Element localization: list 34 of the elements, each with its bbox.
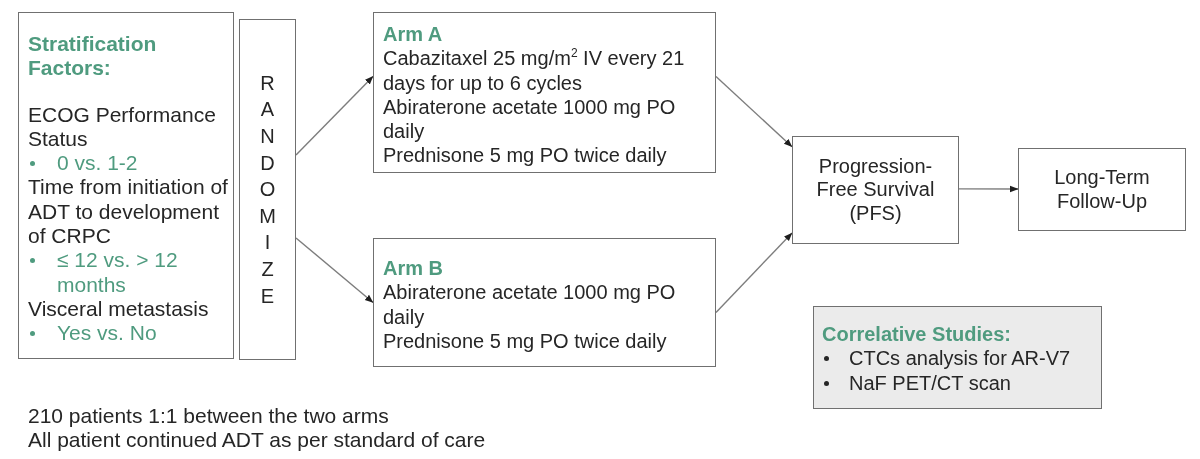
bullet-text: CTCs analysis for AR-V7 <box>849 346 1071 371</box>
arrow <box>295 237 374 304</box>
vertical-label: RANDOMIZE <box>258 70 277 309</box>
box-heading: Arm B <box>383 256 444 281</box>
bullet-text: NaF PET/CT scan <box>849 370 1011 395</box>
bullet-text: Yes vs. No <box>57 321 157 346</box>
box-label: Progression-Free Survival (PFS) <box>815 154 936 226</box>
box-label: Long-Term Follow-Up <box>1053 166 1151 213</box>
arrow <box>958 185 1019 193</box>
body-text: Cabazitaxel 25 mg/m$^{2}$ IV every 21 days for up to 6 cycles <box>383 46 686 95</box>
follow-up-box <box>1018 148 1186 231</box>
arm-box <box>373 12 716 173</box>
arm-box <box>373 238 716 367</box>
note-text: 210 patients 1:1 between the two arms <box>28 404 389 428</box>
bullet-text: 0 vs. 1-2 <box>57 151 138 176</box>
body-text: Abiraterone acetate 1000 mg PO daily <box>383 94 677 144</box>
body-text: ECOG Performance Status <box>28 102 217 152</box>
box-heading: Correlative Studies: <box>822 322 1012 347</box>
box-heading: Stratification Factors: <box>28 32 158 81</box>
box-heading: Arm A <box>383 22 444 47</box>
body-text: Abiraterone acetate 1000 mg PO daily <box>383 280 677 329</box>
arrow <box>715 232 793 314</box>
note-text: All patient continued ADT as per standard of care <box>28 428 486 452</box>
arrow <box>715 75 793 148</box>
factors-box <box>18 12 234 359</box>
body-text: Prednisone 5 mg PO twice daily <box>383 143 668 168</box>
bullet-text: ≤ 12 vs. > 12 months <box>57 248 179 297</box>
body-text: Visceral metastasis <box>28 296 210 322</box>
randomize-box <box>239 19 296 360</box>
body-text: Prednisone 5 mg PO twice daily <box>383 328 668 354</box>
arrow <box>295 75 374 156</box>
notes-panel <box>813 306 1102 409</box>
body-text: Time from initiation of ADT to development of CRPC <box>28 175 229 249</box>
outcome-box <box>792 136 959 244</box>
